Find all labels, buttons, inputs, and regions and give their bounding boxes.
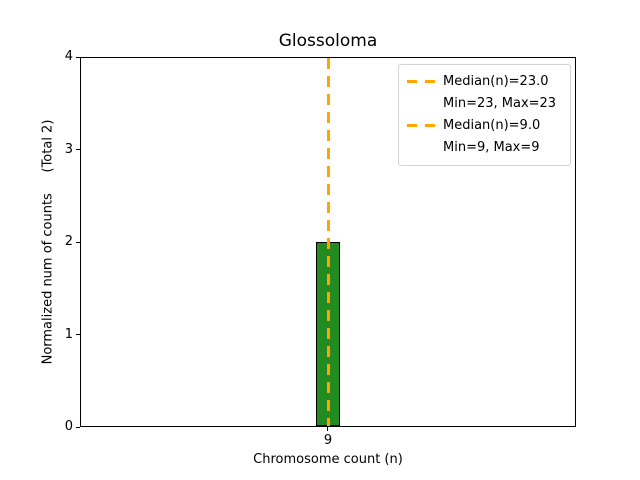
empty-marker: [407, 146, 435, 149]
y-tick-labels: 0 1 2 3 4: [44, 50, 73, 434]
dashed-line-marker: [407, 124, 435, 127]
legend-row: Median(n)=9.0: [407, 116, 561, 135]
legend-label: Min=9, Max=9: [443, 140, 540, 155]
legend-row: Median(n)=23.0: [407, 72, 561, 91]
legend-row: Min=9, Max=9: [407, 138, 561, 157]
chart-title: Glossoloma: [278, 31, 378, 51]
legend-row: Min=23, Max=23: [407, 94, 561, 113]
legend-label: Median(n)=9.0: [443, 118, 541, 133]
y-tick-mark: [76, 149, 80, 150]
empty-marker: [407, 102, 435, 105]
y-tick-label: 0: [64, 419, 73, 434]
legend-label: Median(n)=23.0: [443, 74, 549, 89]
y-tick-mark: [76, 334, 80, 335]
y-tick-mark: [76, 241, 80, 243]
y-tick-label: 3: [64, 141, 73, 157]
x-tick-mark: [327, 427, 328, 431]
y-tick-marks: [76, 56, 80, 428]
dashed-line-marker: [407, 80, 435, 83]
y-tick-label: 2: [64, 234, 73, 249]
y-tick-mark: [76, 426, 80, 428]
y-tick-label: 4: [64, 49, 73, 64]
median-line: [326, 58, 330, 426]
x-axis-label: Chromosome count (n): [253, 452, 403, 467]
legend-label: Min=23, Max=23: [443, 96, 557, 111]
y-tick-label: 1: [64, 326, 73, 342]
y-tick-mark: [76, 56, 80, 58]
x-tick-label: 9: [323, 433, 333, 448]
